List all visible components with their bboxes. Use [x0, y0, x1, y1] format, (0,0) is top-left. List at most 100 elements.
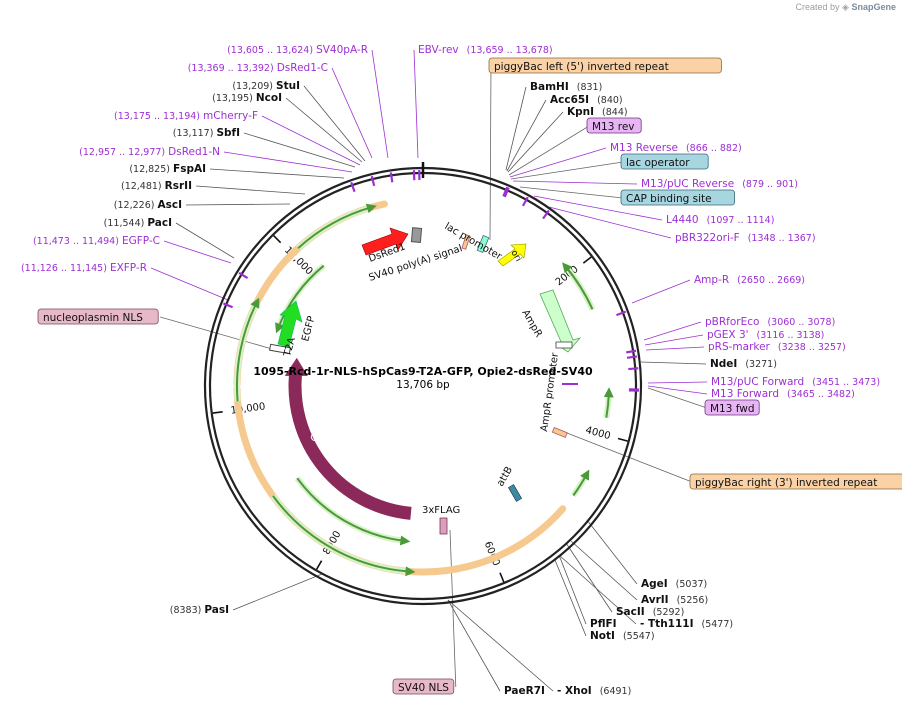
site-name: Amp-R	[694, 274, 729, 286]
feature-box	[392, 678, 455, 695]
leader-line	[510, 161, 624, 180]
enzyme-label: (11,544) PacI	[104, 217, 172, 229]
leader-line	[209, 168, 345, 179]
leader-line	[570, 540, 638, 601]
enzyme-label: - XhoI(6491)	[557, 685, 631, 697]
site-coords: (6491)	[600, 686, 632, 697]
feature-box-label: SV40 NLS	[392, 678, 455, 695]
site-coords: (13,195)	[212, 93, 256, 104]
tick-mark	[315, 560, 323, 570]
feature-box-label: M13 fwd	[704, 399, 760, 416]
feature-arrow	[603, 387, 614, 418]
plasmid-name: 1095-Rcd-1r-NLS-hSpCas9-T2A-GFP, Opie2-d…	[253, 365, 593, 378]
tick-mark	[499, 572, 505, 583]
leader-line	[507, 111, 564, 173]
primer-label: L4440(1097 .. 1114)	[666, 214, 774, 226]
site-name: M13/pUC Forward	[711, 376, 804, 388]
site-coords: (844)	[602, 107, 628, 118]
primer-label: pBRforEco(3060 .. 3078)	[705, 316, 835, 328]
site-name: M13 Forward	[711, 388, 779, 400]
site-coords: (12,825)	[129, 164, 173, 175]
leader-line	[558, 554, 587, 625]
site-name: SbfI	[216, 127, 240, 139]
primer-label: pGEX 3'(3116 .. 3138)	[707, 329, 824, 341]
leader-line	[508, 125, 590, 176]
feature-box-label: CAP binding site	[620, 189, 735, 206]
site-coords: (5037)	[676, 579, 708, 590]
cas9-arrowhead	[284, 357, 308, 376]
lac-promoter-feature	[476, 234, 490, 254]
feature-arrow	[296, 477, 411, 546]
primer-label: pRS-marker(3238 .. 3257)	[708, 341, 846, 353]
primer-label: (11,126 .. 11,145) EXFP-R	[21, 262, 147, 274]
feature-box-text: M13 fwd	[710, 403, 755, 415]
leader-line	[631, 279, 691, 304]
feature-box	[37, 308, 159, 325]
primer-label: M13/pUC Forward (3451 .. 3473)	[711, 376, 880, 388]
site-coords: (13,605 .. 13,624)	[227, 45, 316, 56]
site-name: FspAI	[173, 163, 206, 175]
snapgene-credit: Created by ◈ SnapGene	[796, 2, 897, 13]
leader-line	[447, 599, 501, 692]
enzyme-label: BamHI(831)	[530, 81, 602, 93]
feature-arrow	[275, 264, 325, 334]
feature-box-text: lac operator	[626, 157, 690, 169]
feature-box	[620, 153, 709, 170]
enzyme-label: NotI(5547)	[590, 630, 655, 642]
leader-line	[647, 387, 708, 409]
ampr-promoter-feature	[555, 341, 573, 349]
enzyme-label: (13,195) NcoI	[212, 92, 282, 104]
leader-lines	[150, 49, 708, 692]
site-name: EGFP-C	[122, 235, 160, 247]
site-name: SV40pA-R	[316, 44, 368, 56]
site-name: AvrII	[641, 594, 669, 606]
site-coords: (5256)	[677, 595, 709, 606]
site-coords: (831)	[577, 82, 603, 93]
credit-prefix: Created by	[795, 2, 840, 12]
leader-line	[548, 206, 672, 239]
feature-box-label: M13 rev	[586, 117, 642, 134]
primer-label: (13,605 .. 13,624) SV40pA-R	[227, 44, 368, 56]
site-name: pBR322ori-F	[675, 232, 740, 244]
leader-line	[223, 151, 353, 173]
leader-line	[512, 180, 638, 185]
feature-box	[620, 189, 735, 206]
credit-brand: SnapGene	[851, 2, 896, 12]
site-coords: (1097 .. 1114)	[707, 215, 775, 226]
leader-line	[647, 381, 708, 384]
site-coords: (879 .. 901)	[742, 179, 798, 190]
tick-mark	[273, 235, 282, 244]
feature-arrow	[297, 203, 377, 249]
site-coords: (3271)	[745, 359, 777, 370]
attb-feature	[507, 484, 523, 502]
site-coords: (13,369 .. 13,392)	[188, 63, 277, 74]
feature-box-text: SV40 NLS	[398, 682, 449, 694]
site-name: RsrII	[165, 180, 192, 192]
primer-mark	[628, 367, 639, 371]
feature-box-label: lac operator	[620, 153, 709, 170]
flag-feature	[439, 517, 448, 535]
site-name: PflFI	[590, 618, 617, 630]
site-coords: (5547)	[623, 631, 655, 642]
enzyme-label: (13,117) SbfI	[173, 127, 240, 139]
site-name: M13/pUC Reverse	[641, 178, 734, 190]
leader-line	[447, 599, 554, 692]
site-name: AgeI	[641, 578, 668, 590]
primer-mark	[370, 175, 376, 187]
site-coords: (3451 .. 3473)	[812, 377, 880, 388]
primer-label: pBR322ori-F(1348 .. 1367)	[675, 232, 816, 244]
primer-label: (12,957 .. 12,977) DsRed1-N	[79, 146, 220, 158]
enzyme-label: NdeI(3271)	[710, 358, 777, 370]
primer-label: (13,175 .. 13,194) mCherry-F	[114, 110, 258, 122]
site-coords: (11,126 .. 11,145)	[21, 263, 110, 274]
site-coords: (5477)	[702, 619, 734, 630]
leader-line	[643, 321, 702, 341]
leader-line	[371, 49, 389, 159]
leader-line	[449, 529, 457, 688]
feature-arrow	[272, 495, 416, 577]
leader-line	[285, 97, 363, 163]
feature-box-label: piggyBac right (3') inverted repeat	[689, 473, 902, 490]
